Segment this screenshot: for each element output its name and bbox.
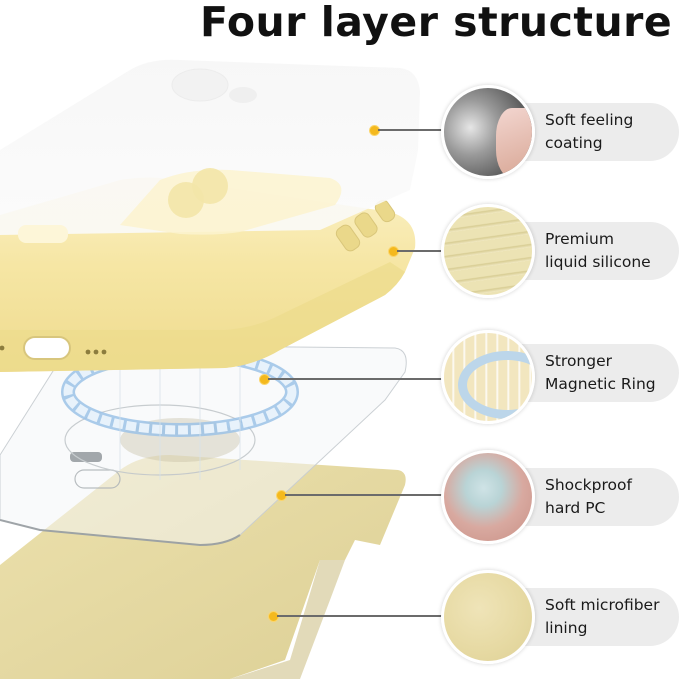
pc-granules-thumb-icon — [441, 450, 535, 544]
magnetic-ring-thumb-icon — [441, 330, 535, 424]
coating-layer — [0, 59, 420, 243]
feature-label-line2: coating — [545, 134, 603, 152]
feature-label-line2: lining — [545, 619, 588, 637]
feature-soft-coating: Soft feeling coating — [441, 85, 679, 185]
silicone-connector-line — [397, 250, 446, 252]
feature-label-line1: Premium — [545, 230, 614, 248]
feature-hard-pc: Shockproof hard PC — [441, 450, 679, 550]
feature-liquid-silicone: Premium liquid silicone — [441, 204, 679, 304]
feature-label-line1: Shockproof — [545, 476, 632, 494]
pc-connector-line — [285, 494, 446, 496]
feature-label-line2: hard PC — [545, 499, 606, 517]
feature-label-line1: Stronger — [545, 352, 613, 370]
microfiber-thumb-icon — [441, 570, 535, 664]
feature-label-line2: liquid silicone — [545, 253, 651, 271]
microfiber-connector-line — [277, 615, 446, 617]
feature-label-line2: Magnetic Ring — [545, 375, 656, 393]
spray-coating-thumb-icon — [441, 85, 535, 179]
magnet-connector-line — [268, 378, 446, 380]
feature-microfiber-lining: Soft microfiber lining — [441, 570, 679, 670]
coating-connector-line — [378, 129, 446, 131]
feature-label-line1: Soft feeling — [545, 111, 634, 129]
silicone-swirl-thumb-icon — [441, 204, 535, 298]
feature-magnetic-ring: Stronger Magnetic Ring — [441, 330, 679, 430]
feature-label-line1: Soft microfiber — [545, 596, 660, 614]
page-title: Four layer structure — [200, 0, 673, 46]
